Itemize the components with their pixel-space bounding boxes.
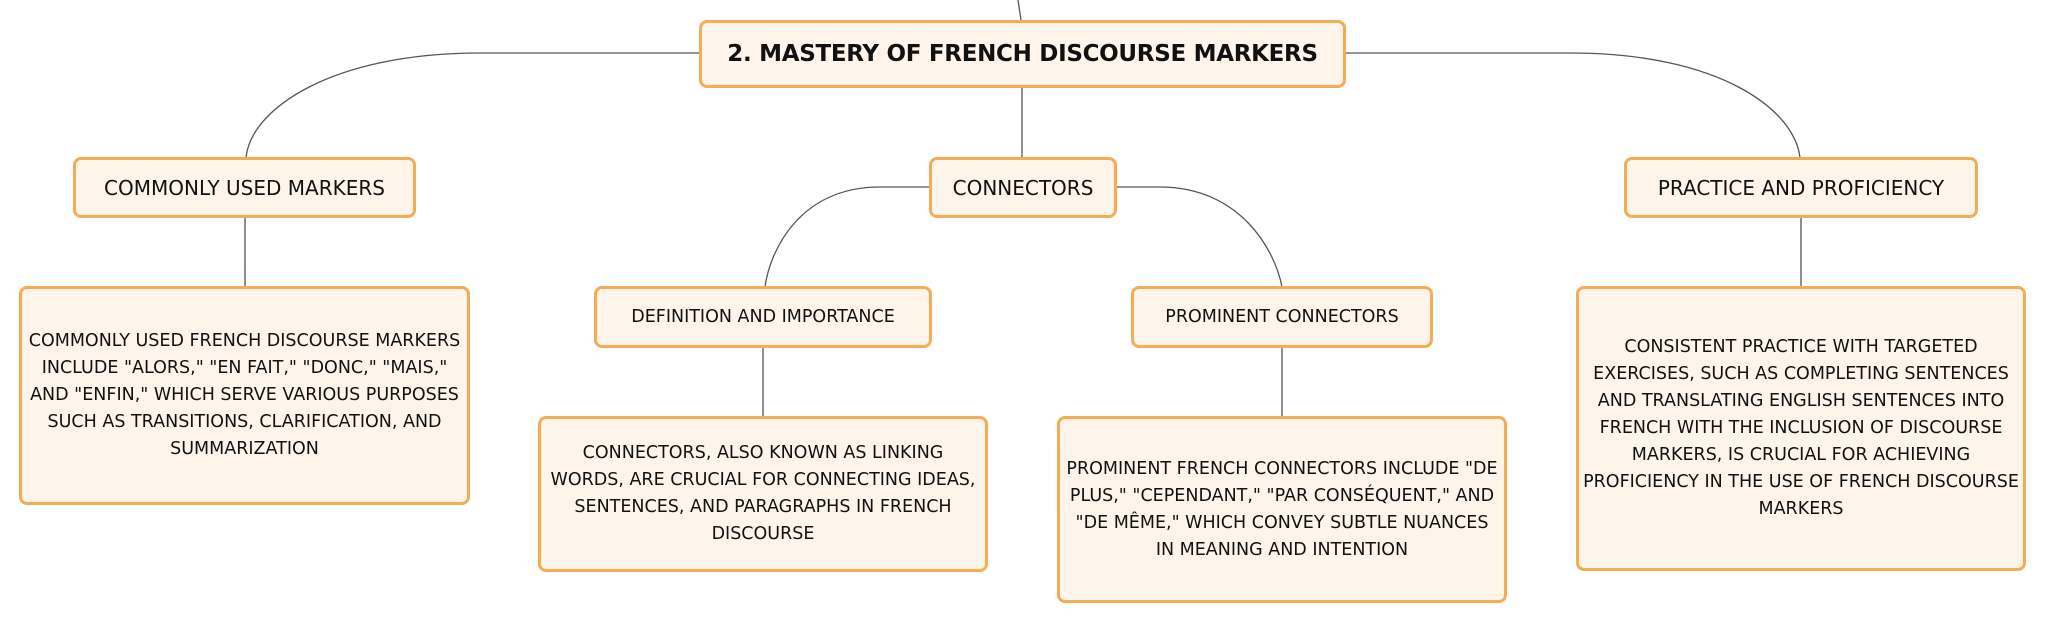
commonly-used-markers-detail[interactable]: COMMONLY USED FRENCH DISCOURSE MARKERS I… <box>19 286 470 505</box>
commonly-used-markers-label: COMMONLY USED MARKERS <box>104 175 385 200</box>
practice-and-proficiency-node[interactable]: PRACTICE AND PROFICIENCY <box>1624 157 1978 218</box>
commonly-used-markers-node[interactable]: COMMONLY USED MARKERS <box>73 157 416 218</box>
root-title: 2. MASTERY OF FRENCH DISCOURSE MARKERS <box>727 41 1318 67</box>
root-node[interactable]: 2. MASTERY OF FRENCH DISCOURSE MARKERS <box>699 20 1346 88</box>
definition-and-importance-detail-text: CONNECTORS, ALSO KNOWN AS LINKING WORDS,… <box>550 443 976 544</box>
definition-and-importance-node[interactable]: DEFINITION AND IMPORTANCE <box>594 286 932 348</box>
practice-and-proficiency-label: PRACTICE AND PROFICIENCY <box>1657 175 1945 200</box>
prominent-connectors-detail-text: PROMINENT FRENCH CONNECTORS INCLUDE "DE … <box>1066 458 1498 560</box>
practice-and-proficiency-detail-text: CONSISTENT PRACTICE WITH TARGETED EXERCI… <box>1583 337 2019 519</box>
commonly-used-markers-detail-text: COMMONLY USED FRENCH DISCOURSE MARKERS I… <box>28 331 461 459</box>
definition-and-importance-label: DEFINITION AND IMPORTANCE <box>631 307 895 327</box>
link-root-to-commonly-used <box>245 52 700 159</box>
link-connectors-to-definition <box>764 186 930 288</box>
prominent-connectors-node[interactable]: PROMINENT CONNECTORS <box>1131 286 1433 348</box>
prominent-connectors-detail[interactable]: PROMINENT FRENCH CONNECTORS INCLUDE "DE … <box>1057 416 1507 603</box>
connectors-node[interactable]: CONNECTORS <box>929 157 1117 218</box>
prominent-connectors-label: PROMINENT CONNECTORS <box>1165 307 1399 327</box>
connectors-label: CONNECTORS <box>952 175 1094 200</box>
link-parent-to-root <box>1017 0 1022 21</box>
link-root-to-practice <box>1345 52 1801 159</box>
link-connectors-to-prominent <box>1116 186 1283 288</box>
definition-and-importance-detail[interactable]: CONNECTORS, ALSO KNOWN AS LINKING WORDS,… <box>538 416 988 572</box>
practice-and-proficiency-detail[interactable]: CONSISTENT PRACTICE WITH TARGETED EXERCI… <box>1576 286 2026 571</box>
